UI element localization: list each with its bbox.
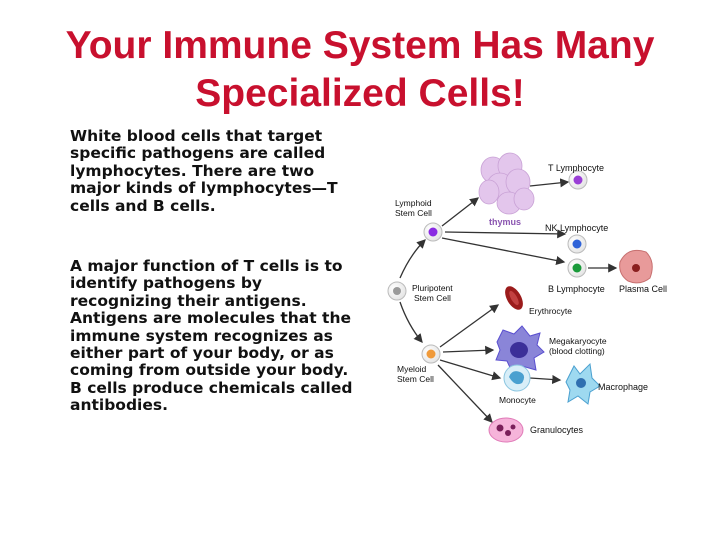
arrow-monocyte-to-macrophage [529, 374, 562, 385]
megakaryocyte-icon [495, 325, 545, 373]
label-lymphoid-2: Stem Cell [395, 208, 432, 218]
paragraph-lymphocytes: White blood cells that target specific p… [70, 127, 338, 215]
arrow-lymphoid-to-nk [444, 229, 567, 239]
monocyte-icon [503, 364, 531, 392]
label-thymus: thymus [489, 217, 521, 227]
lymphoid-stem-cell-icon [423, 222, 443, 242]
label-lymphoid-1: Lymphoid [395, 198, 432, 208]
slide-title: Your Immune System Has Many Specialized … [65, 24, 655, 115]
paragraph-t-cells: A major function of T cells is to identi… [70, 257, 353, 415]
erythrocyte-icon [505, 286, 523, 310]
arrow-myeloid-to-monocyte [439, 359, 502, 381]
arrow-thymus-to-t [529, 178, 570, 188]
lineage-arrows [399, 178, 618, 423]
t-lymphocyte-cell-icon [568, 170, 588, 190]
label-granulocytes: Granulocytes [530, 425, 584, 435]
macrophage-icon [565, 362, 601, 405]
cell-lineage-diagram: T Lymphocyte thymus Lymphoid Stem Cell N… [387, 152, 667, 443]
plasma-cell-icon [619, 249, 653, 284]
arrow-myeloid-to-erythrocyte [439, 304, 500, 348]
label-nk-lymphocyte: NK Lymphocyte [545, 223, 608, 233]
label-erythrocyte: Erythrocyte [529, 306, 572, 316]
arrow-pluripotent-to-lymphoid [399, 239, 426, 279]
b-lymphocyte-cell-icon [567, 258, 587, 278]
nk-lymphocyte-cell-icon [567, 234, 587, 254]
label-pluripotent-2: Stem Cell [414, 293, 451, 303]
arrow-lymphoid-to-thymus [441, 197, 480, 227]
arrow-myeloid-to-megakaryocyte [442, 345, 495, 355]
pluripotent-stem-cell-icon [387, 281, 407, 301]
arrow-lymphoid-to-b [441, 237, 566, 265]
label-macrophage: Macrophage [598, 382, 648, 392]
arrow-pluripotent-to-myeloid [399, 301, 423, 344]
label-pluripotent-1: Pluripotent [412, 283, 453, 293]
label-megakaryocyte-1: Megakaryocyte [549, 336, 607, 346]
myeloid-stem-cell-icon [421, 344, 441, 364]
arrow-myeloid-to-granulocytes [437, 364, 493, 423]
granulocyte-icon [488, 417, 524, 443]
label-myeloid-1: Myeloid [397, 364, 427, 374]
thymus-icon [478, 152, 535, 215]
label-monocyte: Monocyte [499, 395, 536, 405]
label-megakaryocyte-2: (blood clotting) [549, 346, 605, 356]
label-myeloid-2: Stem Cell [397, 374, 434, 384]
label-b-lymphocyte: B Lymphocyte [548, 284, 605, 294]
label-plasma-cell: Plasma Cell [619, 284, 667, 294]
label-t-lymphocyte: T Lymphocyte [548, 163, 604, 173]
